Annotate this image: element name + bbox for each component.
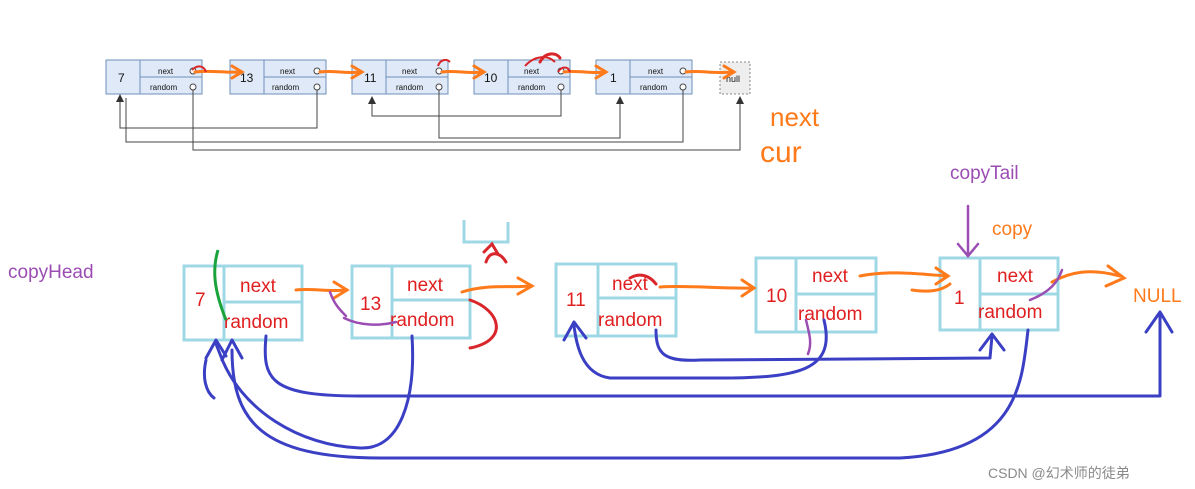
top-node-next-label: next [648,67,664,76]
copy-node-next-label: next [997,266,1034,287]
copy-next-arrows [294,264,1127,300]
red-scribbles-bottom [468,52,658,350]
arrow-head [350,64,365,80]
purple-pointers [328,204,1064,356]
copy-node-value: 7 [195,290,206,311]
arrow-head [230,64,245,80]
arrow-head [594,64,609,80]
copy-node-11: 11 next random [554,262,678,338]
top-next-arrows [193,64,737,80]
copy-node-random-label: random [390,310,454,331]
top-node-1: 1 next random [595,59,693,95]
cur-next-annotations: next cur [760,102,820,169]
top-node-random-label: random [518,83,545,92]
copy-node-next-label: next [812,266,849,287]
copy-node-value: 10 [766,286,787,307]
top-node-value: 10 [484,71,498,85]
next-pointer-label: next [770,102,820,132]
top-node-random-label: random [396,83,423,92]
copy-node-next-label: next [240,276,277,297]
copy-node-random-label: random [978,302,1042,323]
red-scribbles-top [191,56,571,73]
top-node-next-label: next [402,67,418,76]
top-node-13: 13 next random [229,59,327,95]
top-node-11: 11 next random [351,59,449,95]
top-node-10: 10 next random [473,59,571,95]
cur-pointer-label: cur [760,136,802,169]
next-arrow [562,69,606,75]
arrow-head [472,64,487,80]
top-node-next-label: next [524,67,540,76]
top-node-value: 1 [610,71,617,85]
copy-node-random-label: random [224,312,288,333]
copy-node-random-label: random [798,304,862,325]
top-random-pointers [116,90,744,151]
top-node-next-label: next [280,67,296,76]
copy-node-next-label: next [407,275,444,296]
top-node-value: 13 [240,71,254,85]
copy-node-next-label: next [612,274,649,295]
next-arrow [684,69,734,75]
top-node-random-label: random [150,83,177,92]
top-node-random-label: random [640,83,667,92]
copy-random-pointers [202,310,1174,460]
top-node-value: 7 [118,71,125,85]
copy-node-13: 13 next random [350,264,472,340]
copy-label: copy [992,219,1033,240]
top-node-7: 7 next random [105,59,203,95]
csdn-watermark: CSDN @幻术师的徒弟 [988,465,1130,481]
copy-null-label: NULL [1133,286,1182,307]
top-linked-list: 7 next random 13 next random 11 next ran… [105,56,751,151]
top-node-value: 11 [364,71,377,85]
top-null-label: null [726,74,740,84]
next-arrow [440,69,484,75]
copy-node-7: 7 next random [182,264,304,342]
copy-list-labels: copyHead copyTail copy [8,163,1033,283]
copy-node-value: 13 [360,294,381,315]
top-node-random-label: random [272,83,299,92]
copy-node-10: 10 next random [754,256,878,334]
copy-node-value: 1 [954,288,965,309]
next-arrow [193,69,242,74]
copy-node-random-label: random [598,310,662,331]
arrow-head [722,64,737,80]
copy-fragment [462,220,510,244]
copytail-label: copyTail [950,163,1019,184]
top-node-next-label: next [158,67,174,76]
copyhead-label: copyHead [8,262,94,283]
next-arrow [318,69,362,75]
copy-node-1: 1 next random [938,256,1060,332]
green-mark [213,249,228,321]
copy-node-value: 11 [566,290,586,311]
